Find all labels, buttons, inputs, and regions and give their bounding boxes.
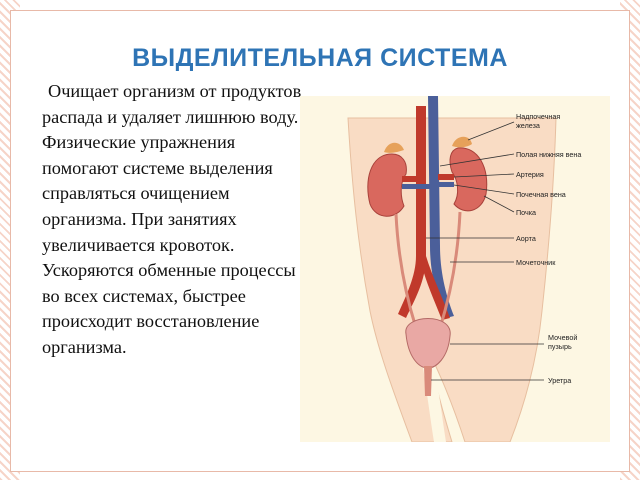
left-renal-artery — [402, 176, 418, 182]
right-adrenal-gland — [452, 136, 472, 148]
right-iliac-artery — [422, 256, 450, 320]
right-renal-artery — [438, 174, 454, 180]
left-adrenal-gland — [384, 142, 404, 153]
left-renal-vein — [402, 184, 430, 189]
label-bladder-line2: пузырь — [548, 342, 572, 351]
right-ureter — [438, 211, 462, 329]
label-aorta: Аорта — [516, 234, 536, 243]
aorta-vessel — [398, 106, 426, 318]
urinary-bladder — [405, 318, 451, 369]
label-urethra: Уретра — [548, 376, 571, 385]
leader-artery — [453, 173, 515, 178]
right-kidney — [449, 147, 488, 212]
slide-body-text: Очищает организм от продуктов распада и … — [42, 81, 302, 357]
right-renal-vein — [438, 182, 454, 187]
vena-cava — [428, 96, 454, 318]
left-ureter — [394, 213, 418, 329]
label-vena-cava: Полая нижняя вена — [516, 150, 581, 159]
anatomy-diagram: Надпочечная железа Полая нижняя вена Арт… — [347, 96, 581, 442]
label-adrenal-line1: Надпочечная — [516, 112, 560, 121]
label-bladder-line1: Мочевой — [548, 333, 577, 342]
leader-adrenal — [467, 121, 515, 141]
leader-kidney — [483, 195, 515, 213]
leader-ivc — [439, 153, 515, 167]
label-adrenal-line2: железа — [516, 121, 540, 130]
label-renal-vein: Почечная вена — [516, 190, 566, 199]
leader-renal-vein — [453, 184, 515, 195]
label-kidney: Почка — [516, 208, 536, 217]
left-kidney — [367, 153, 407, 217]
urethra-tube — [424, 366, 432, 396]
slide-title: ВЫДЕЛИТЕЛЬНАЯ СИСТЕМА — [132, 44, 508, 72]
label-ureter: Мочеточник — [516, 258, 556, 267]
excretory-system-illustration: Надпочечная железа Полая нижняя вена Арт… — [300, 96, 610, 442]
label-artery: Артерия — [516, 170, 544, 179]
